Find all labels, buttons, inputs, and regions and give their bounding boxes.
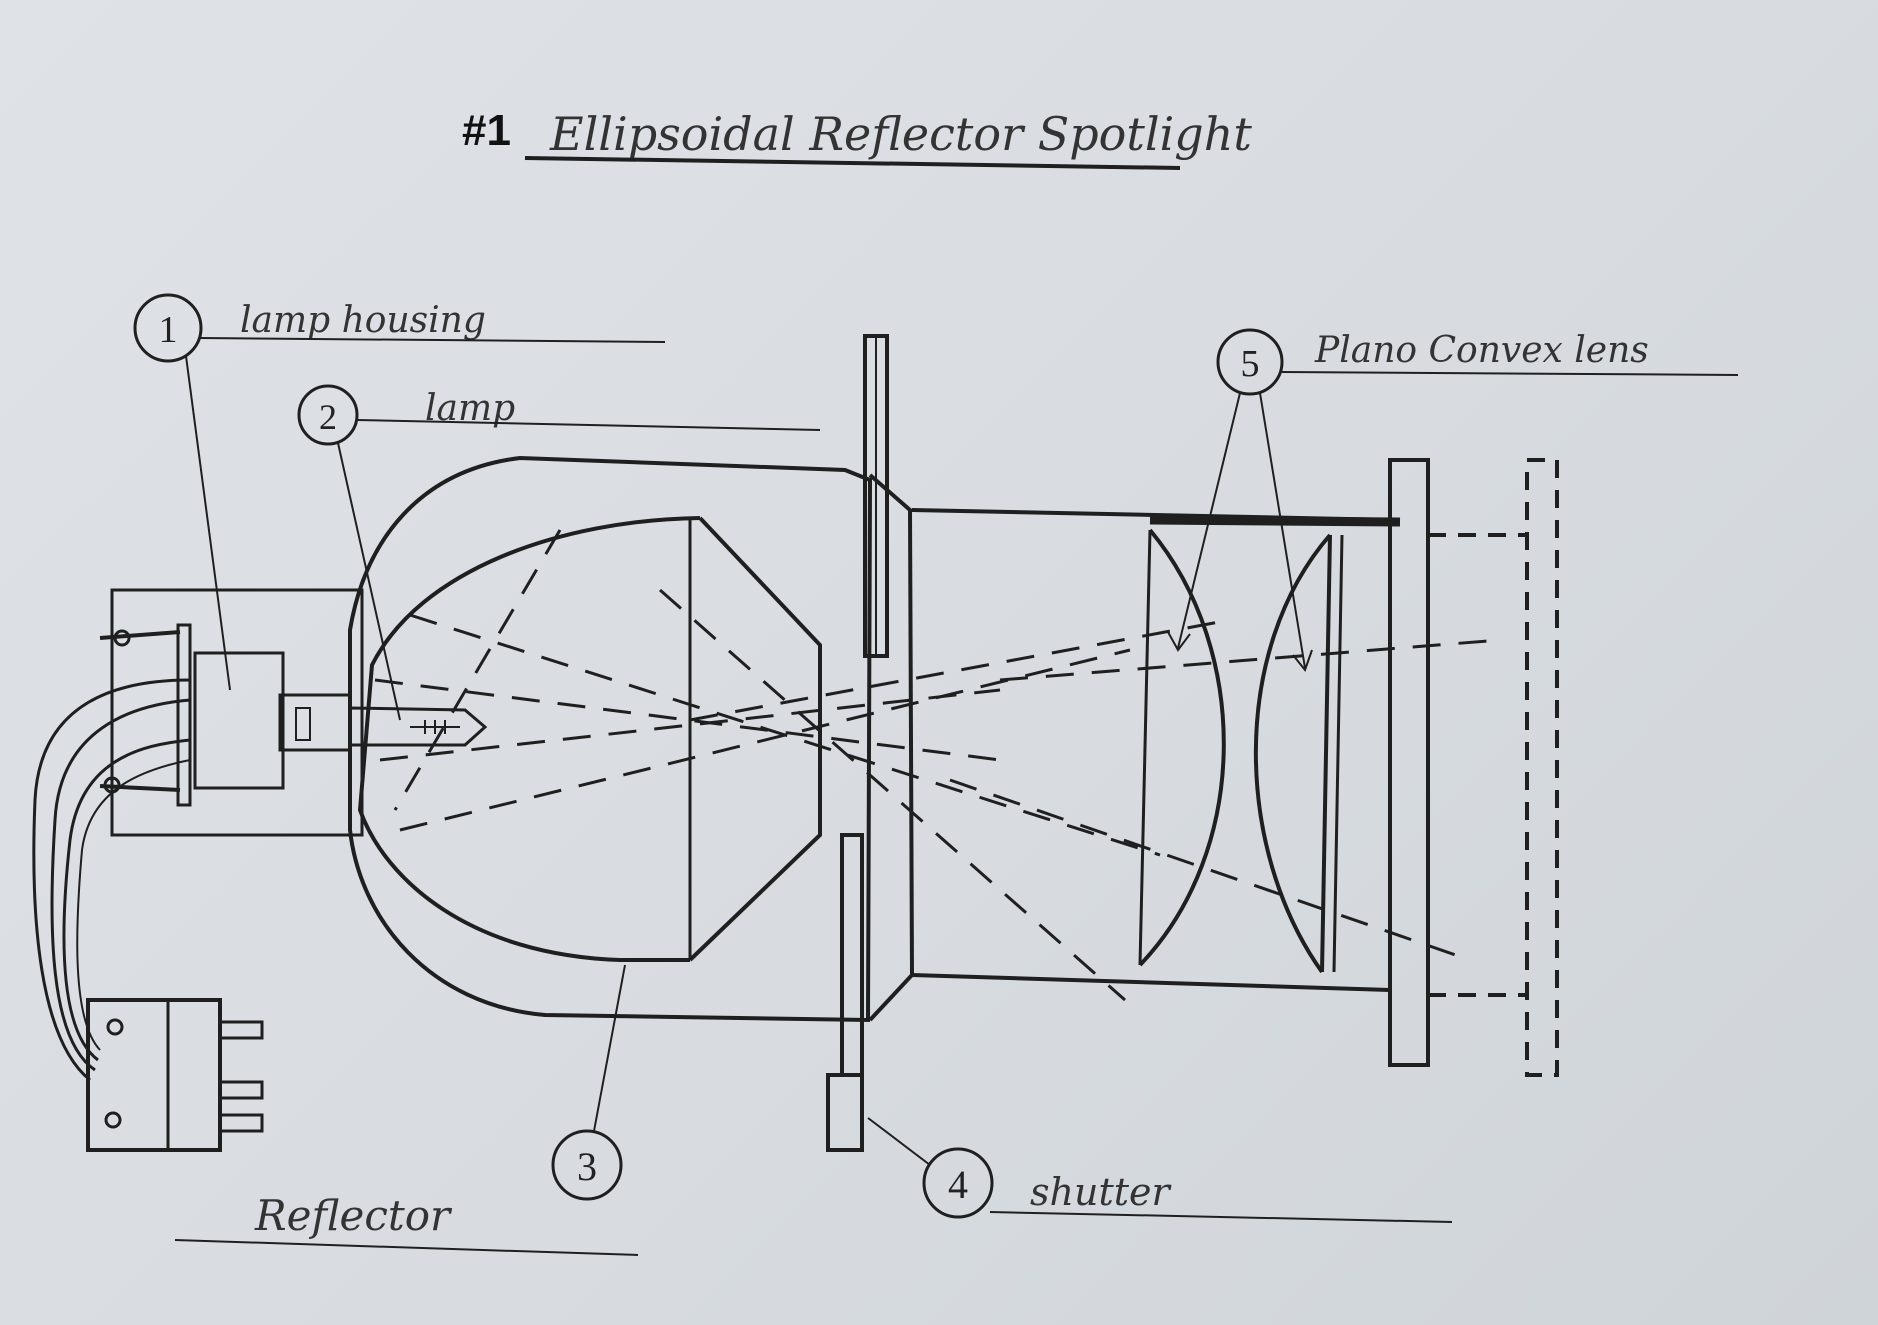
callout-3-label: Reflector <box>254 1191 453 1240</box>
callout-1-number: 1 <box>159 309 178 351</box>
reflector-housing <box>348 455 873 1023</box>
title-number: #1 <box>462 106 511 155</box>
callout-5: 5 Plano Convex lens <box>1167 328 1739 673</box>
callout-4-label: shutter <box>1030 1170 1172 1214</box>
power-cord <box>32 678 191 1082</box>
gel-frame-dashed <box>1428 458 1559 1077</box>
callout-1: 1 lamp housing <box>133 293 666 691</box>
plano-convex-lenses <box>1138 528 1344 974</box>
callout-3: 3 Reflector <box>174 964 639 1256</box>
lens-barrel <box>868 458 1430 1067</box>
title-underline <box>524 156 1181 170</box>
callout-4-number: 4 <box>948 1162 968 1207</box>
lamp-housing <box>99 588 364 837</box>
callout-5-number: 5 <box>1241 343 1260 385</box>
diagram-title: #1 Ellipsoidal Reflector Spotlight <box>462 106 1252 170</box>
callout-2: 2 lamp <box>297 384 821 721</box>
callout-2-number: 2 <box>319 397 337 437</box>
callout-3-number: 3 <box>577 1144 597 1189</box>
title-text: Ellipsoidal Reflector Spotlight <box>549 107 1252 161</box>
shutter-bottom <box>826 833 864 1152</box>
callout-5-label: Plano Convex lens <box>1314 330 1649 371</box>
callout-1-label: lamp housing <box>240 300 486 341</box>
callout-4: 4 shutter <box>867 1117 1453 1223</box>
shutter-top <box>863 334 889 658</box>
lamp <box>278 693 488 752</box>
reflector-light-rays <box>374 529 1501 1002</box>
plug <box>86 998 264 1152</box>
